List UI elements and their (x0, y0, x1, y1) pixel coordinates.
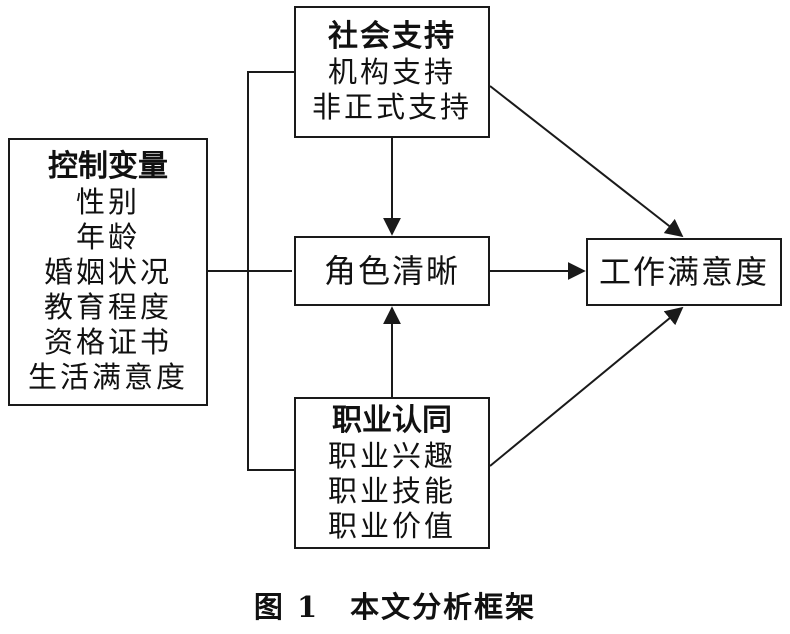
job-satisfaction-box: 工作满意度 (586, 238, 782, 306)
career-identity-item: 职业价值 (327, 508, 456, 543)
career-identity-item: 职业兴趣 (327, 438, 456, 473)
role-clarity-box: 角色清晰 (294, 236, 490, 306)
control-variables-box: 控制变量 性别 年龄 婚姻状况 教育程度 资格证书 生活满意度 (8, 138, 208, 406)
control-variables-title: 控制变量 (48, 149, 168, 184)
control-variable-item: 教育程度 (43, 290, 172, 324)
role-clarity-title: 角色清晰 (323, 252, 460, 290)
social-support-item: 机构支持 (327, 55, 456, 89)
career-identity-box: 职业认同 职业兴趣 职业技能 职业价值 (294, 397, 490, 549)
control-variable-item: 性别 (75, 185, 140, 219)
social-support-item: 非正式支持 (311, 90, 472, 124)
job-satisfaction-title: 工作满意度 (598, 253, 769, 291)
control-variable-item: 生活满意度 (27, 360, 188, 394)
figure-caption: 图 1 本文分析框架 (253, 590, 537, 624)
social-support-box: 社会支持 机构支持 非正式支持 (294, 6, 490, 138)
control-variable-item: 资格证书 (43, 325, 172, 359)
control-variable-item: 年龄 (75, 220, 140, 254)
career-identity-item: 职业技能 (327, 473, 456, 508)
edge-career-to-satisfaction (489, 306, 684, 467)
career-identity-title: 职业认同 (332, 402, 452, 438)
edge-social-to-satisfaction (489, 85, 684, 238)
control-variable-item: 婚姻状况 (43, 255, 172, 289)
social-support-title: 社会支持 (328, 19, 456, 54)
